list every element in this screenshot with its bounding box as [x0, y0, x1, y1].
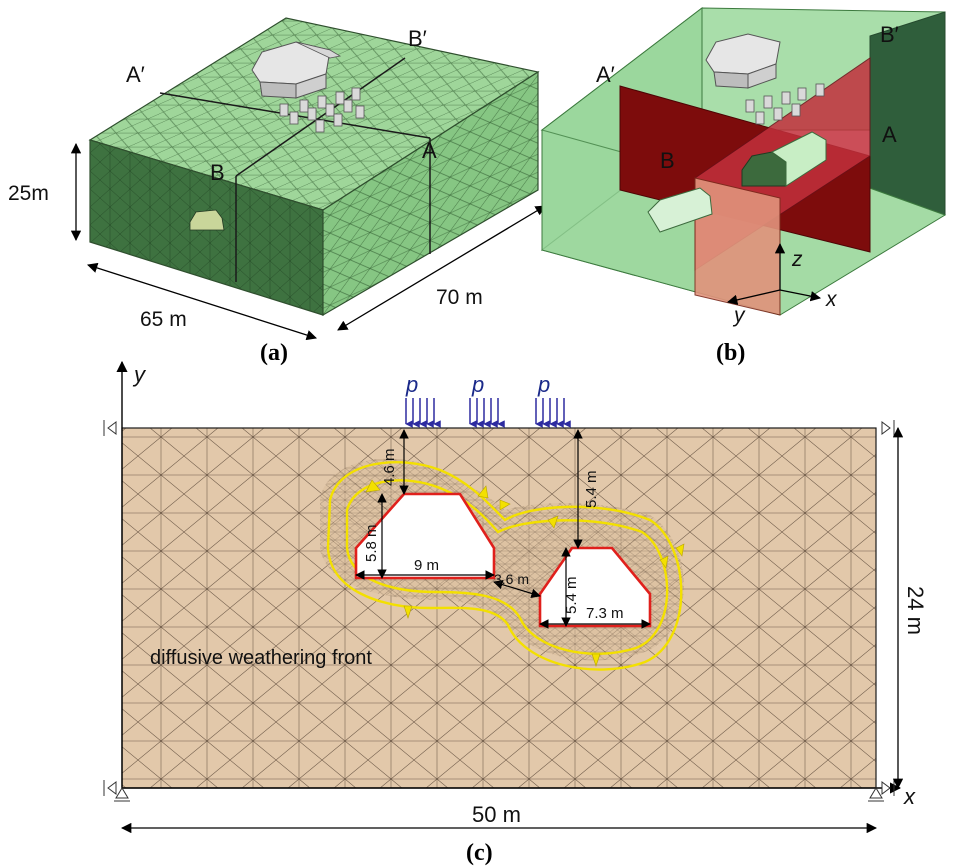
- axis-y-arrow: [726, 289, 781, 305]
- weathering-front-outer: [326, 461, 683, 671]
- section-plane-b-lower: [694, 177, 781, 316]
- dim-domain-width-label: 50 m: [472, 802, 521, 827]
- panel-b-caption: (b): [716, 340, 745, 366]
- panel-c-cross-section: 4.6 m 5.4 m 5.8 m 9 m 3.6 m 5.4 m 7.3 m …: [103, 360, 928, 866]
- dim-arrow-depth: [337, 205, 546, 331]
- panel-b-section-planes: A′ B′ A B z y x (b): [540, 6, 947, 366]
- dim-label-depth: 70 m: [436, 286, 483, 309]
- dim-left-cover-label: 4.6 m: [381, 448, 398, 486]
- boundary-supports: [103, 420, 895, 802]
- panel-b-label-a-prime: A′: [596, 62, 615, 87]
- panel-b-axis-y: y: [732, 304, 746, 327]
- panel-a-meshed-block: A′ B′ A B 25m 65 m 70 m (a): [8, 17, 546, 366]
- panel-c-axis-x: x: [903, 784, 916, 809]
- load-label-1: p: [405, 372, 418, 397]
- panel-a-label-a-prime: A′: [126, 62, 145, 87]
- panel-a-label-a: A: [422, 138, 437, 163]
- section-line-b-prime-b: [235, 57, 406, 177]
- dim-label-width: 65 m: [140, 308, 187, 331]
- tunnel-portal-mesh: [189, 209, 225, 231]
- panel-b-label-a: A: [882, 122, 897, 147]
- panel-b-label-b-prime: B′: [880, 22, 899, 47]
- front-propagation-arrows: [365, 479, 685, 667]
- panel-a-label-b-prime: B′: [408, 26, 427, 51]
- building-blocks-b: [705, 33, 825, 125]
- dim-spacing-arrow: [493, 579, 541, 599]
- building-blocks: [251, 41, 365, 133]
- dim-domain-height-label: 24 m: [903, 586, 928, 635]
- panel-a-caption: (a): [260, 340, 288, 366]
- load-arrows: [405, 398, 571, 428]
- panel-b-axis-x: x: [825, 288, 838, 311]
- axis-x-arrow: [779, 289, 822, 302]
- tunnel-tube-right-body: [771, 131, 827, 187]
- weathering-front-annotation: diffusive weathering front: [150, 647, 372, 669]
- tunnel-tube-left: [647, 187, 713, 233]
- load-label-2: p: [471, 372, 484, 397]
- panel-c-caption: (c): [466, 840, 493, 866]
- panel-b-label-b: B: [660, 148, 675, 173]
- load-label-3: p: [537, 372, 550, 397]
- dim-spacing-label: 3.6 m: [494, 571, 529, 587]
- dim-left-width-label: 9 m: [414, 557, 439, 574]
- dim-right-width-label: 7.3 m: [586, 605, 624, 622]
- dim-right-height-label: 5.4 m: [563, 576, 580, 614]
- dim-left-height-label: 5.8 m: [363, 524, 380, 562]
- dim-arrow-width: [87, 262, 317, 341]
- dim-label-height: 25m: [8, 182, 49, 205]
- panel-b-axis-z: z: [791, 248, 803, 271]
- dim-right-cover-label: 5.4 m: [583, 470, 600, 508]
- panel-a-label-b: B: [210, 160, 225, 185]
- panel-c-axis-y: y: [132, 362, 147, 387]
